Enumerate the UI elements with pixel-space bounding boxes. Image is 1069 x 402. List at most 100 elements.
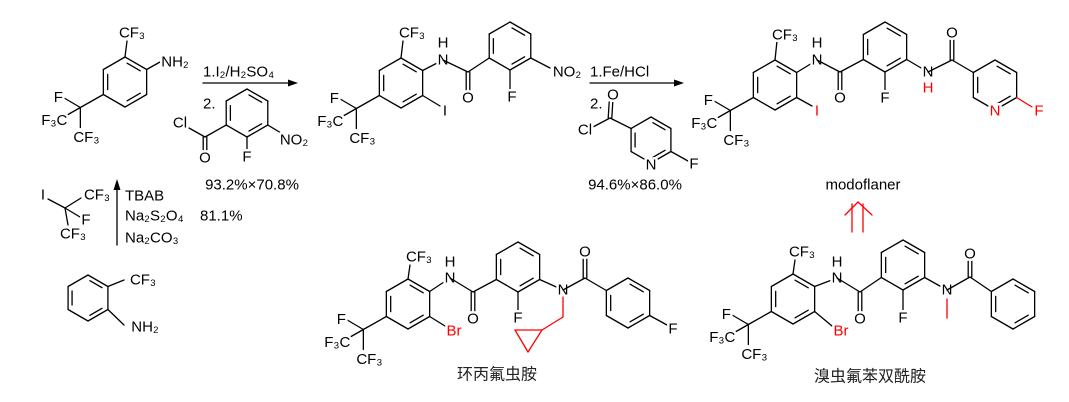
atom-label: NH₂ <box>161 54 189 71</box>
arrow-head-icon <box>113 179 121 190</box>
ring-bond <box>67 308 89 322</box>
bond <box>267 124 282 134</box>
ring-bond <box>495 278 519 293</box>
reagent-text: 2. <box>203 96 216 113</box>
atom-label: F₃C <box>41 112 67 129</box>
atom-label: O <box>199 150 211 167</box>
atom-label: H <box>812 35 823 52</box>
bond <box>47 198 66 209</box>
bond <box>729 96 754 112</box>
bond <box>400 40 404 59</box>
ring-bond <box>792 273 816 288</box>
ring-bond <box>902 239 926 254</box>
ring-bond <box>87 274 109 288</box>
atom-label: CF₃ <box>119 25 145 42</box>
ring-bond <box>990 315 1014 330</box>
ring-inner-bond <box>248 94 263 103</box>
bond <box>341 107 357 118</box>
atom-label: CF₃ <box>349 130 375 147</box>
atom-label: O <box>607 87 619 104</box>
ring-inner-bond <box>409 314 424 324</box>
arrow-head-icon <box>288 79 298 87</box>
atom-label: CF₃ <box>406 249 432 266</box>
atom-label: F <box>722 306 731 323</box>
ring-bond <box>972 96 996 111</box>
atom-label: CF₃ <box>130 272 156 289</box>
atom-label: Cl <box>578 122 592 139</box>
ring-inner-bond <box>629 313 644 323</box>
atom-label: CF₃ <box>60 226 86 243</box>
bond <box>584 277 607 292</box>
atom-label: F <box>668 321 677 338</box>
ring-bond <box>407 278 431 293</box>
bond <box>62 96 81 109</box>
atom-label: F₃C <box>324 334 350 351</box>
bond <box>712 99 731 112</box>
bond <box>730 313 749 326</box>
reagent-text: Na₂CO₃ <box>125 230 179 247</box>
atom-label: CF₃ <box>741 346 767 363</box>
bond <box>107 279 125 288</box>
ring-inner-bond <box>776 95 791 105</box>
atom-label: F <box>507 89 516 106</box>
ring-bond <box>990 278 1014 293</box>
bond <box>792 259 796 275</box>
ring-bond <box>862 21 886 36</box>
atom-label: CF₃ <box>723 132 749 149</box>
yield-text: 93.2%×70.8% <box>205 177 299 194</box>
ring-bond <box>400 57 424 72</box>
ring-inner-bond <box>89 307 103 316</box>
ring-inner-bond <box>996 95 1011 105</box>
double-arrow-head <box>857 201 873 216</box>
ring-bond <box>880 276 904 291</box>
bond <box>906 58 929 73</box>
ring-inner-bond <box>126 62 141 72</box>
atom-label: Cl <box>173 115 187 132</box>
bond <box>924 276 948 291</box>
bond <box>422 59 444 72</box>
yield-text: 94.6%×86.0% <box>588 177 682 194</box>
ring-inner-bond <box>904 245 919 255</box>
ring-bond <box>627 277 651 292</box>
ring-bond <box>972 59 996 74</box>
ring-bond <box>67 274 89 288</box>
double-bond <box>611 101 614 119</box>
bond <box>422 94 441 107</box>
bond <box>670 150 689 162</box>
ring-bond <box>752 96 776 111</box>
methylene-bond <box>541 316 564 331</box>
ring-inner-bond <box>886 27 901 37</box>
atom-label: O <box>467 311 479 328</box>
atom-label: F <box>81 212 90 229</box>
ring-inner-bond <box>794 279 809 289</box>
ring-bond <box>630 150 652 164</box>
reagent-text: 2. <box>590 96 603 113</box>
atom-label: O <box>834 90 846 107</box>
ring-bond <box>884 21 908 36</box>
ring-inner-bond <box>409 284 424 294</box>
bond <box>188 127 206 138</box>
atom-label: H <box>438 35 449 52</box>
derivation-double-arrow <box>844 201 873 233</box>
bond <box>204 124 227 138</box>
atom-label: F <box>330 90 339 107</box>
ring-bond <box>774 96 798 111</box>
ring-bond <box>488 21 511 35</box>
ring-bond <box>994 96 1018 111</box>
ring-bond <box>400 94 424 109</box>
bond <box>362 315 387 331</box>
bond <box>839 58 864 73</box>
bond <box>338 97 357 110</box>
ring-bond <box>246 88 269 102</box>
bond <box>107 308 125 326</box>
ring-bond <box>605 277 629 292</box>
atom-label: NO₂ <box>553 64 582 81</box>
ring-inner-bond <box>652 149 666 158</box>
atom-label: CF₃ <box>789 244 815 261</box>
ring-bond <box>627 314 651 329</box>
bond <box>649 314 668 326</box>
compound-name: 环丙氟虫胺 <box>457 365 537 384</box>
ring-bond <box>378 57 402 72</box>
